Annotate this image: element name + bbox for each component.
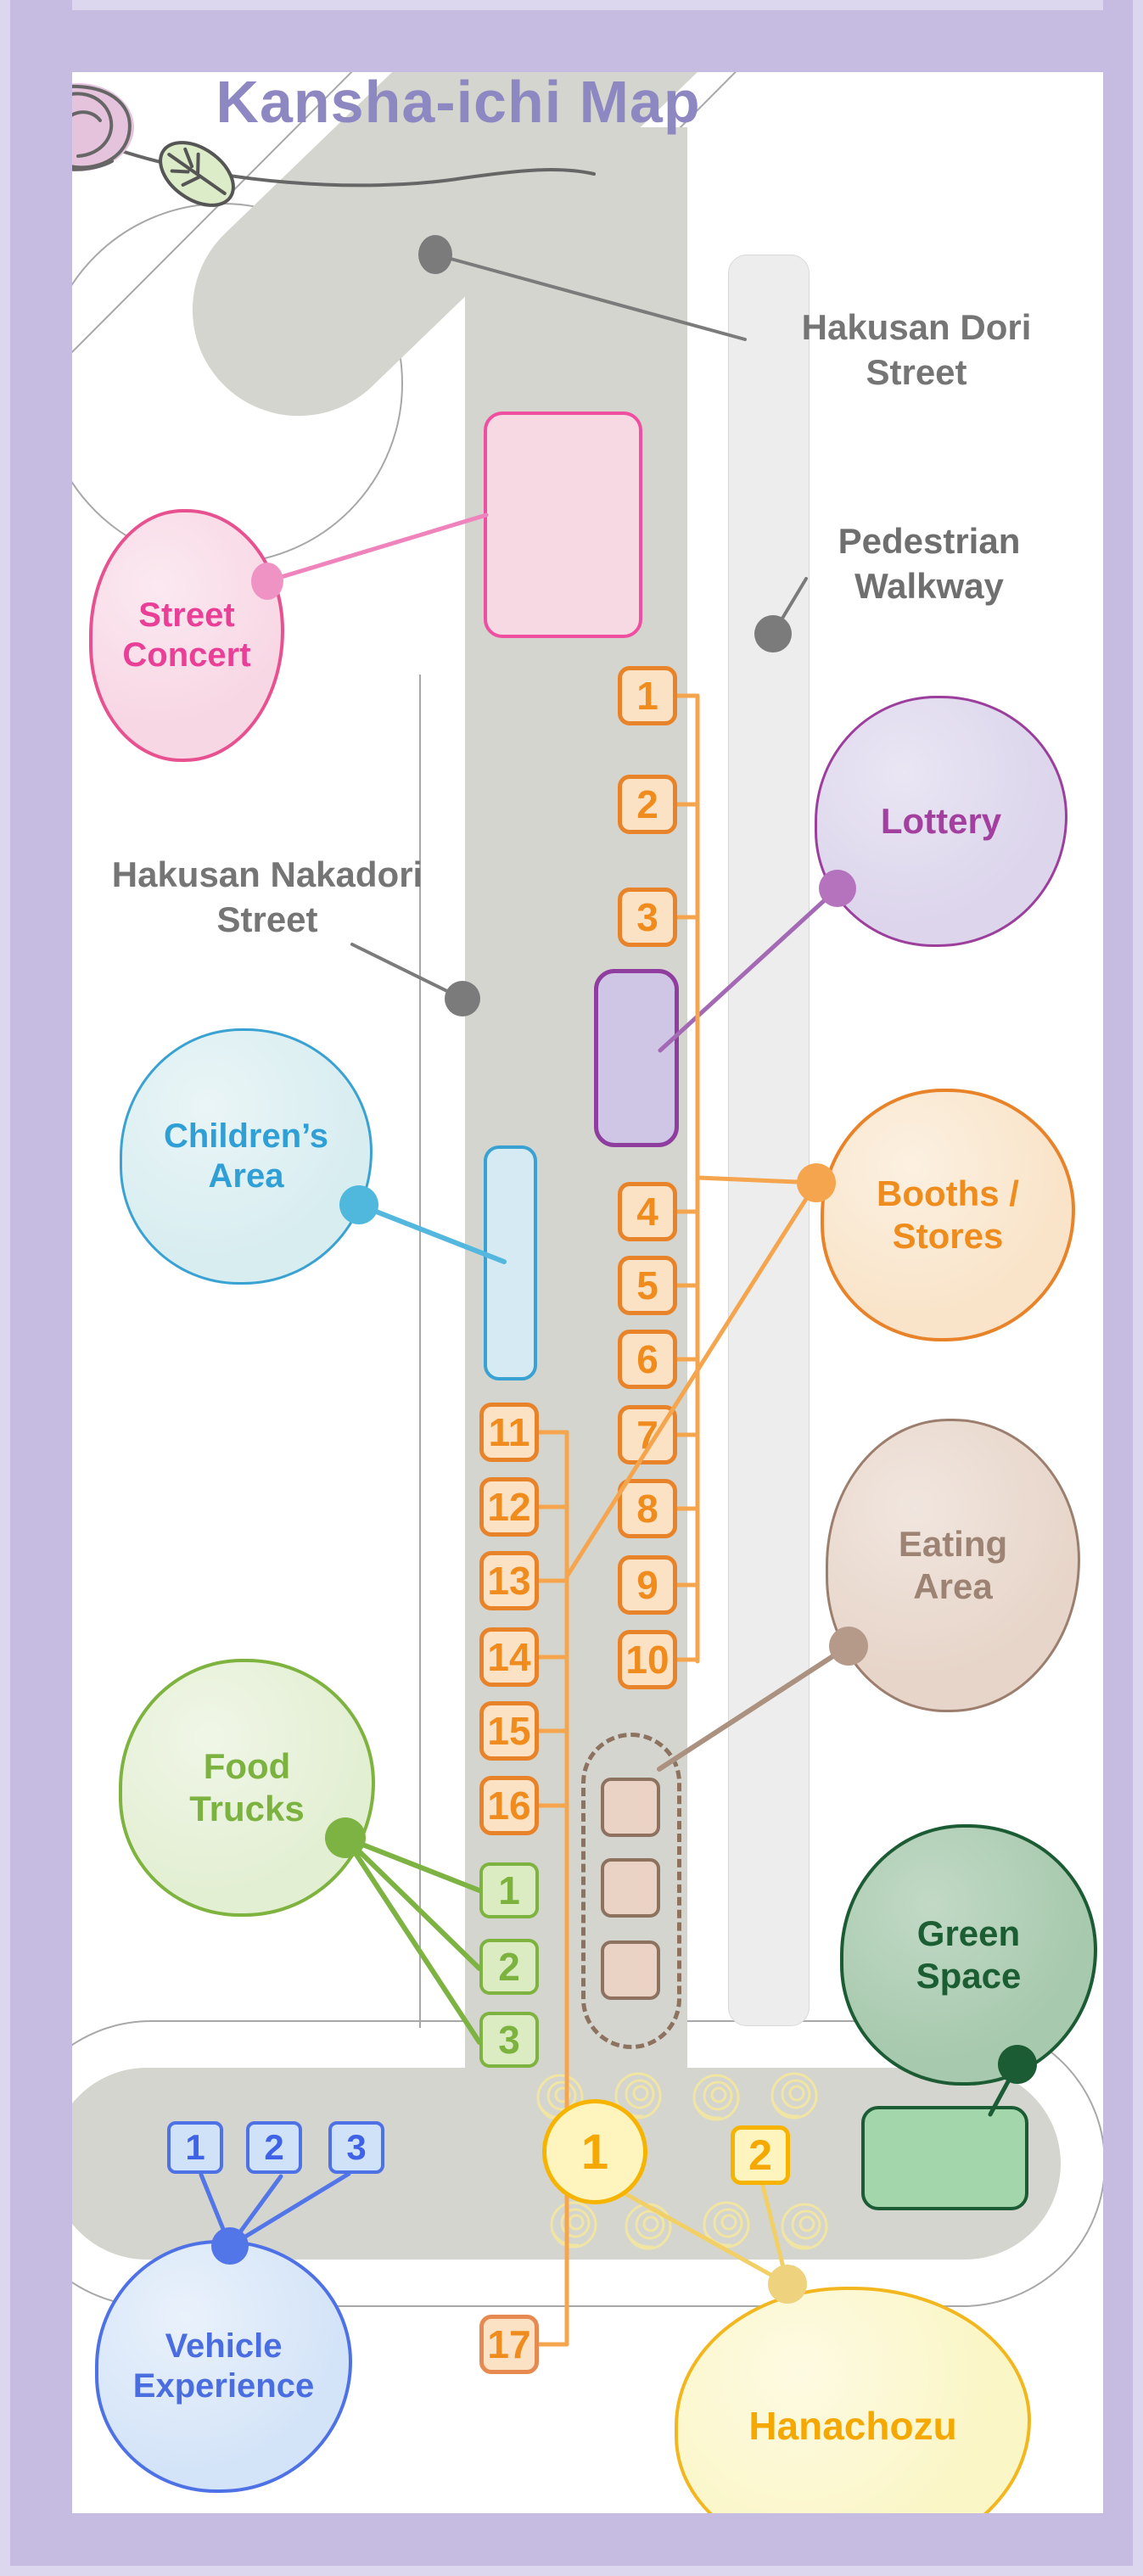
booth-box-12: 12	[479, 1477, 539, 1537]
booth-box-8: 8	[618, 1479, 677, 1538]
booth-box-10: 10	[618, 1630, 677, 1689]
green-space-rect	[861, 2106, 1028, 2210]
booth-box-5: 5	[618, 1256, 677, 1315]
street-concert-bubble: Street Concert	[89, 509, 284, 762]
hanachozu-marker-2: 2	[731, 2125, 790, 2185]
eating-table-1	[601, 1778, 660, 1837]
vehicle-box-1: 1	[167, 2121, 223, 2174]
booths-stores-bubble: Booths / Stores	[821, 1089, 1075, 1341]
eating-table-2	[601, 1858, 660, 1918]
vehicle-box-2: 2	[246, 2121, 302, 2174]
vehicle-box-3: 3	[328, 2121, 384, 2174]
green-space-bubble: Green Space	[840, 1824, 1097, 2086]
frame-left	[0, 0, 72, 2576]
rose-illustration	[20, 83, 596, 207]
hakusan-nakadori-label: Hakusan Nakadori Street	[111, 854, 423, 939]
eating-area-bubble: Eating Area	[826, 1419, 1080, 1712]
booth-box-1: 1	[618, 666, 677, 725]
booth-box-16: 16	[479, 1776, 539, 1835]
stage-rect	[484, 412, 642, 638]
food-truck-box-1: 1	[479, 1862, 539, 1918]
pedestrian-walkway-band	[728, 255, 810, 2026]
lottery-bubble: Lottery	[815, 696, 1067, 947]
page-title: Kansha-ichi Map	[216, 69, 701, 135]
hanachozu-marker-1: 1	[542, 2099, 647, 2204]
booth-box-3: 3	[618, 888, 677, 947]
hakusan-dori-label: Hakusan Dori Street	[801, 307, 1032, 392]
childrens-area-rect	[484, 1145, 537, 1380]
frame-right	[1103, 0, 1143, 2576]
eating-area-dashed-zone	[581, 1733, 681, 2049]
lottery-booth-rect	[594, 969, 679, 1147]
booth-box-17: 17	[479, 2315, 539, 2374]
frame-bottom	[0, 2513, 1143, 2576]
food-truck-box-3: 3	[479, 2012, 539, 2068]
frame-top	[0, 0, 1143, 72]
booth-box-6: 6	[618, 1330, 677, 1389]
vehicle-experience-bubble: Vehicle Experience	[95, 2240, 352, 2493]
pedestrian-walkway-label: Pedestrian Walkway	[838, 521, 1021, 606]
childrens-area-bubble: Children’s Area	[120, 1028, 373, 1285]
booth-box-13: 13	[479, 1551, 539, 1610]
booth-box-9: 9	[618, 1555, 677, 1615]
booth-box-2: 2	[618, 775, 677, 834]
booth-box-14: 14	[479, 1627, 539, 1687]
booth-box-11: 11	[479, 1403, 539, 1462]
booth-box-15: 15	[479, 1701, 539, 1761]
food-trucks-bubble: Food Trucks	[119, 1659, 375, 1917]
eating-table-3	[601, 1940, 660, 2000]
food-truck-box-2: 2	[479, 1939, 539, 1995]
booth-box-4: 4	[618, 1182, 677, 1241]
